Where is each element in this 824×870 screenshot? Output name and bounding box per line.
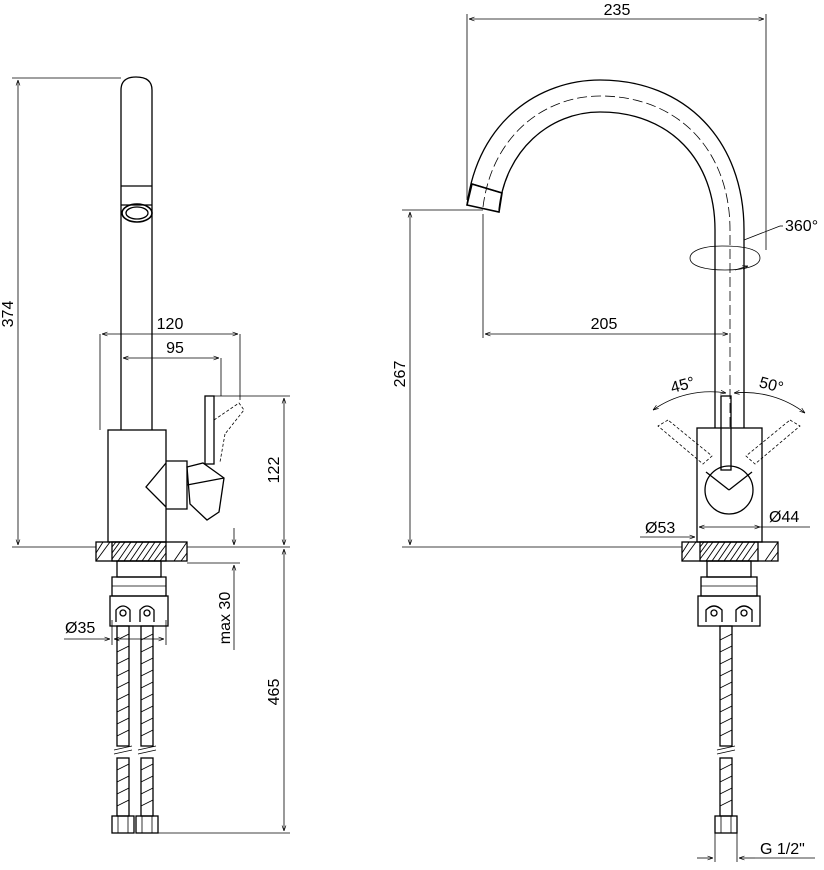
dim-374-label: 374 (0, 301, 17, 328)
side-hose-connectors (109, 595, 169, 627)
front-dimension-235: 235 (466, 2, 767, 250)
side-lever-boss (145, 395, 245, 521)
side-dimension-120: 120 (99, 316, 241, 430)
swivel-angle-label: 360° (785, 218, 818, 235)
dim-120-label: 120 (157, 316, 184, 333)
front-dimension-d53: Ø53 (640, 520, 695, 537)
front-lever-angles: 45° 50° (653, 374, 805, 413)
side-hoses (111, 625, 159, 834)
side-mount-plate (95, 541, 188, 597)
front-swivel-indicator: 360° (689, 218, 818, 271)
front-hose-connector (697, 595, 761, 834)
side-dimension-465: 465 (158, 549, 290, 834)
front-dimension-thread: G 1/2" (697, 833, 815, 862)
front-view: 360° 45° 50° (392, 2, 818, 862)
dim-95-label: 95 (166, 340, 184, 357)
side-body (107, 429, 167, 543)
dim-max30-label: max 30 (217, 592, 234, 645)
side-dimension-95: 95 (120, 340, 222, 396)
side-spout-tube (120, 76, 153, 430)
side-dimension-374: 374 (0, 77, 121, 548)
side-dimension-122: 122 (187, 395, 290, 548)
front-mount-plate (681, 541, 779, 597)
angle-50-label: 50° (757, 374, 785, 397)
dim-267-label: 267 (392, 361, 409, 388)
dim-465-label: 465 (266, 679, 283, 706)
side-view: 374 120 95 122 max 30 (0, 76, 290, 834)
front-dimension-267: 267 (392, 209, 682, 548)
dim-205-label: 205 (591, 316, 618, 333)
dim-122-label: 122 (266, 457, 283, 484)
front-gooseneck-spout (466, 79, 745, 428)
dim-d44-label: Ø44 (769, 509, 799, 526)
front-dimension-d44: Ø44 (699, 509, 810, 527)
dim-d35-label: Ø35 (65, 620, 95, 637)
dim-thread-label: G 1/2" (760, 841, 805, 858)
front-dimension-205: 205 (482, 214, 728, 338)
angle-45-label: 45° (669, 374, 697, 397)
side-dimension-d35: Ø35 (64, 620, 167, 645)
dim-d53-label: Ø53 (645, 520, 675, 537)
side-dimension-max30: max 30 (187, 528, 240, 650)
dim-235-label: 235 (604, 2, 631, 19)
